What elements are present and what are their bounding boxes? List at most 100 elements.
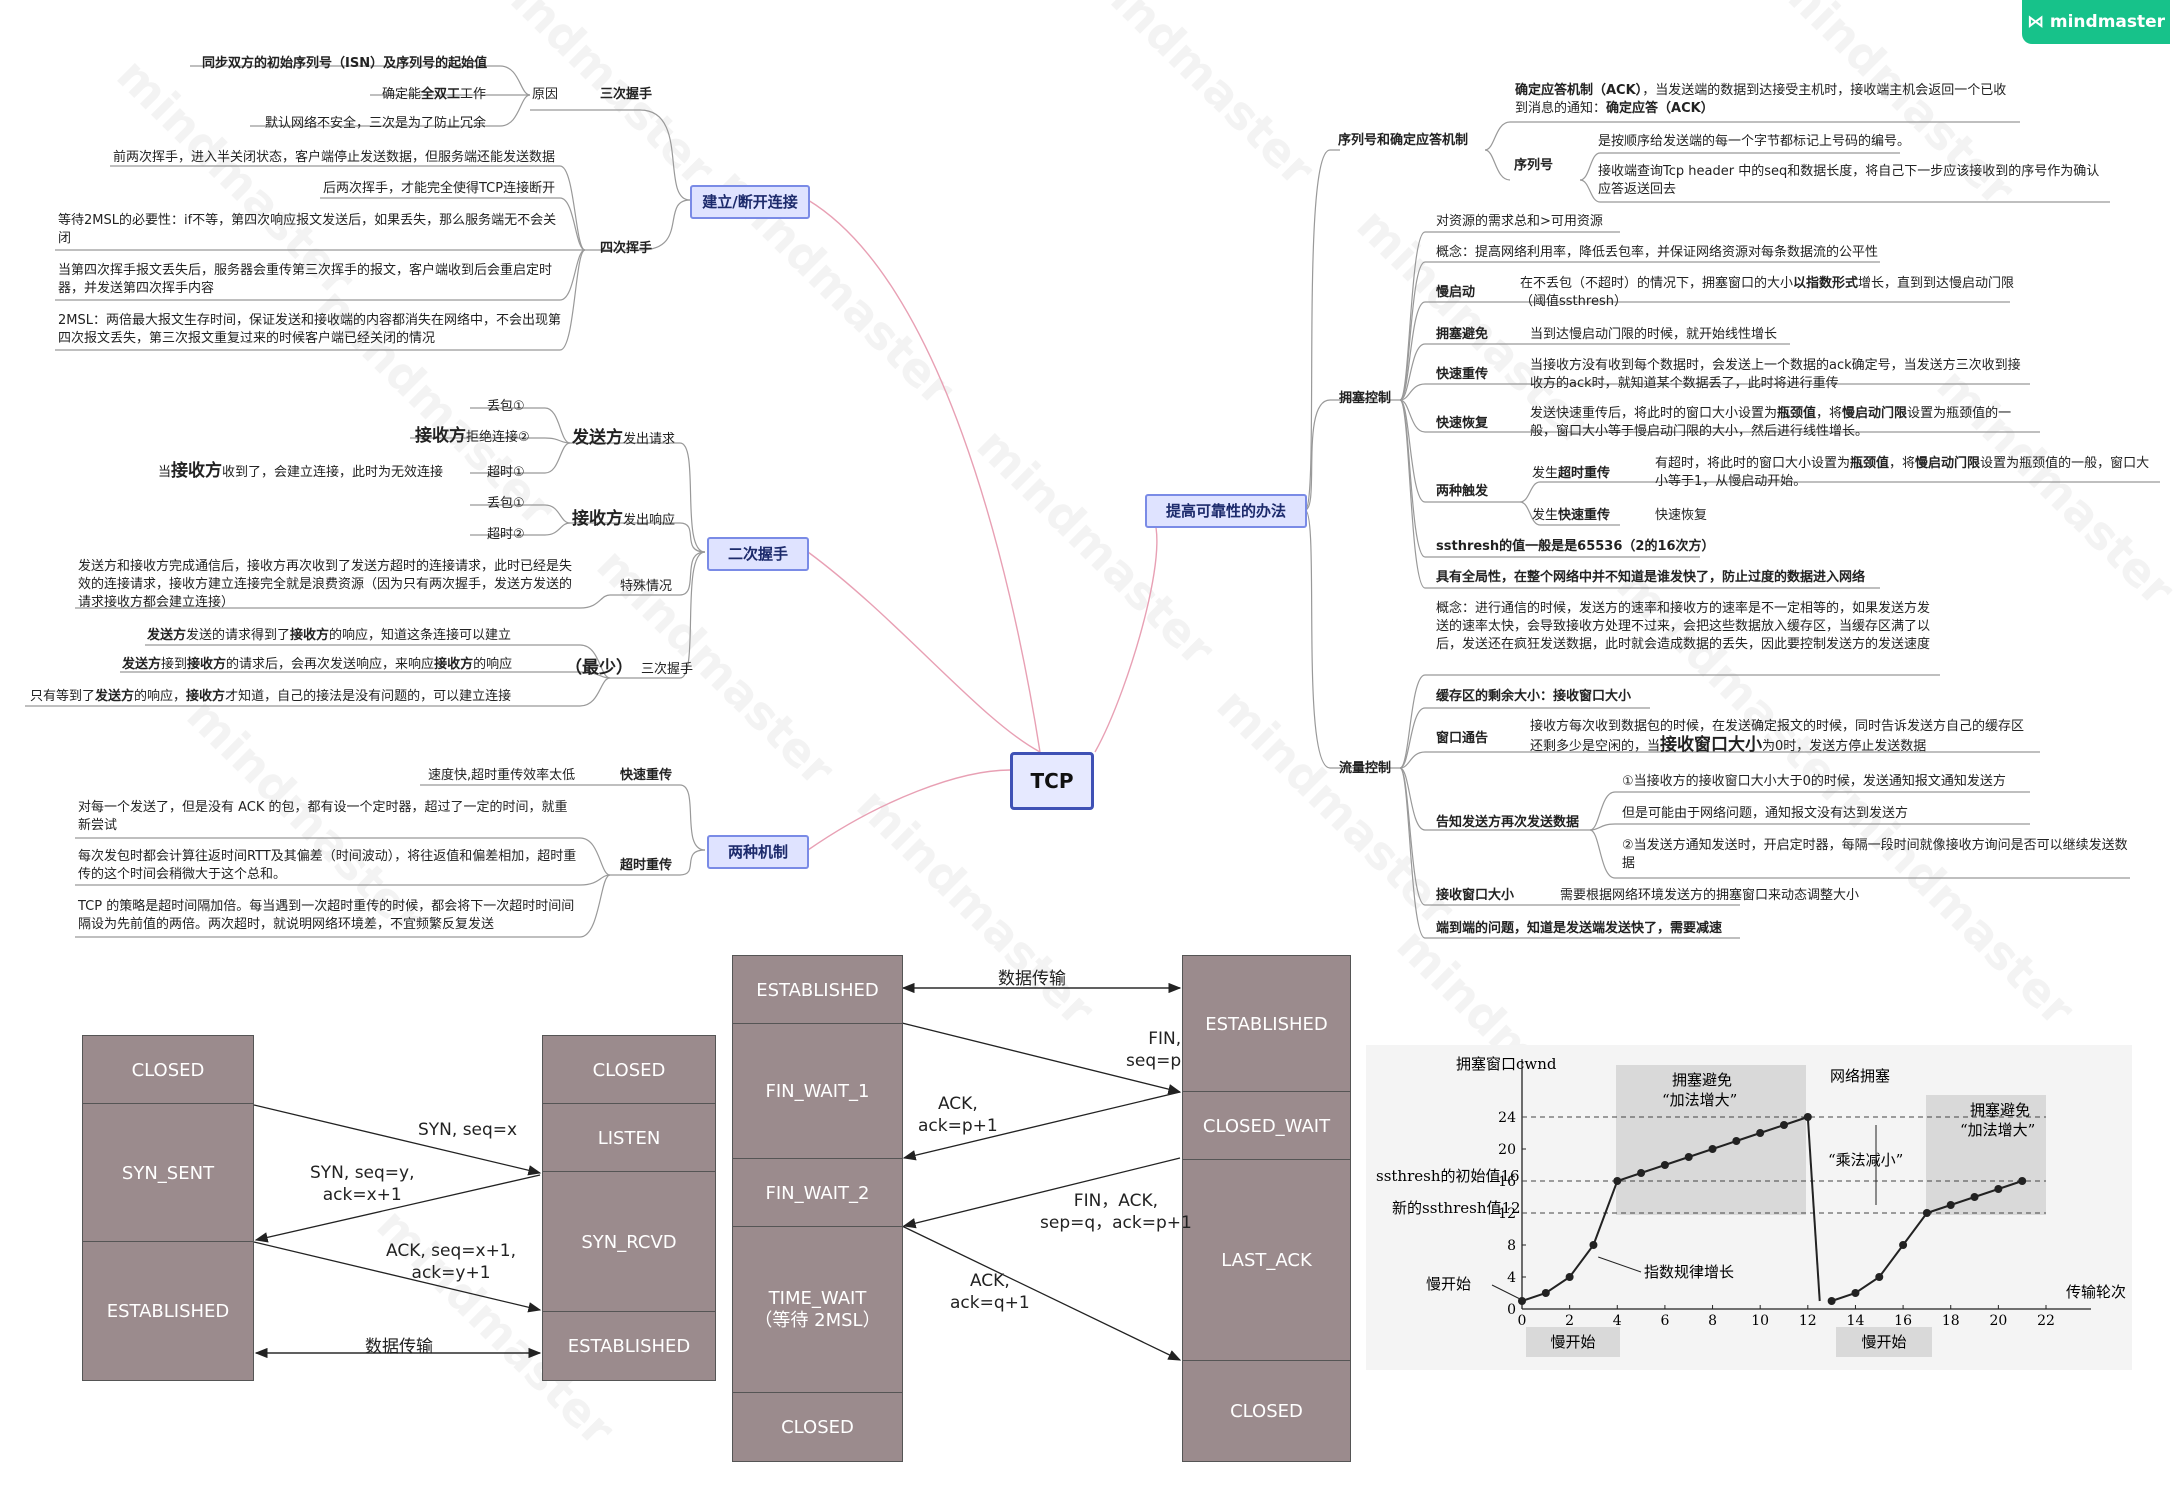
label-window-announce: 窗口通告 <box>1436 731 1489 746</box>
ack2-b: ack=q+1 <box>950 1293 1030 1313</box>
global-nature: 具有全局性，在整个网络中并不知道是谁发快了，防止过度的数据进入网络 <box>1436 570 1866 585</box>
timeout-1: 超时① <box>487 465 525 480</box>
ann-a: 接收方每次收到数据包的时候，在发送确定报文的时候，同时告诉发送方自己的缓存区还剩… <box>1530 719 2025 754</box>
label-rwnd: 接收窗口大小 <box>1436 888 1515 903</box>
refuse-text: 拒绝连接② <box>466 430 530 445</box>
timeout-text: 收到了，会建立连接，此时为无效连接 <box>222 465 444 480</box>
t2-end: 的响应 <box>473 657 513 672</box>
flow-concept: 概念：进行通信的时候，发送方的速率和接收方的速率是不一定相等的，如果发送方发送的… <box>1436 601 1931 652</box>
x-tick-label: 8 <box>1708 1313 1717 1329</box>
frec-a: 发送快速重传后，将此时的窗口大小设置为 <box>1530 406 1778 421</box>
label-congestion: 拥塞控制 <box>1339 391 1392 406</box>
left-state-established: ESTABLISHED <box>732 955 903 1025</box>
x-tick-label: 6 <box>1660 1313 1669 1329</box>
left-state-time-wait: TIME_WAIT（等待 2MSL） <box>732 1226 903 1394</box>
msg-syn-ack: SYN, seq=y,ack=x+1 <box>310 1162 415 1206</box>
handshake-data-transfer: 数据传输 <box>365 1337 433 1357</box>
ack1-a: ACK, <box>937 1094 978 1114</box>
fin2-a: FIN，ACK, <box>1073 1191 1159 1211</box>
receiver-response-text: 发出响应 <box>623 513 676 528</box>
four-step-2: 后两次挥手，才能完全使得TCP连接断开 <box>323 181 556 196</box>
three-reason-1: 发送方发送的请求得到了接收方的响应，知道这条连接可以建立 <box>147 627 511 645</box>
data-point <box>1827 1297 1836 1305</box>
window-announce-text: 接收方每次收到数据包的时候，在发送确定报文的时候，同时告诉发送方自己的缓存区还剩… <box>1530 718 2030 756</box>
topic-establish[interactable]: 建立/断开连接 <box>690 185 810 219</box>
t1-mid: 发送的请求得到了 <box>186 628 291 643</box>
topic-two-way[interactable]: 二次握手 <box>707 537 809 571</box>
data-point <box>1756 1129 1765 1137</box>
sender-request-text: 发出请求 <box>623 432 676 447</box>
y-tick-label: 4 <box>1507 1270 1516 1286</box>
label-two-triggers: 两种触发 <box>1436 484 1489 499</box>
receiver-refuse: 接收方拒绝连接② <box>415 427 530 447</box>
annotation-avoid-2b: “加法增大” <box>1960 1121 2035 1139</box>
x-tick-label: 0 <box>1518 1313 1527 1329</box>
exponential-pointer <box>1598 1256 1642 1273</box>
t2-mid2: 的请求后，会再次发送响应，来响应 <box>226 657 435 672</box>
notify-1: ①当接收方的接收窗口大小大于0的时候，发送通知报文通知发送方 <box>1622 774 2006 789</box>
label-fast-retransmit-2: 快速重传 <box>1436 367 1489 382</box>
three-reason-3: 只有等到了发送方的响应，接收方才知道，自己的接法是没有问题的，可以建立连接 <box>30 688 511 706</box>
msg-ack-a: ACK, seq=x+1, <box>386 1241 517 1261</box>
msg-ack-2: ACK,ack=q+1 <box>950 1270 1030 1314</box>
data-point <box>1565 1273 1574 1281</box>
fast-recovery-text: 发送快速重传后，将此时的窗口大小设置为瓶颈值，将慢启动门限设置为瓶颈值的一般，窗… <box>1530 405 2030 441</box>
buffer-size: 缓存区的剩余大小：接收窗口大小 <box>1436 689 1632 704</box>
tt1-b: 超时重传 <box>1558 466 1611 481</box>
t2-receiver: 接收方 <box>187 657 227 672</box>
msg-fin-1: FIN,seq=p <box>1126 1028 1181 1072</box>
reason-duplex-b: 全双工 <box>421 87 461 102</box>
x-tick-label: 22 <box>2037 1313 2055 1329</box>
data-point <box>1660 1161 1669 1169</box>
topic-reliable[interactable]: 提高可靠性的办法 <box>1145 494 1307 528</box>
label-four-way: 四次挥手 <box>600 241 653 256</box>
ack2-a: ACK, <box>969 1271 1010 1291</box>
server-state-closed: CLOSED <box>542 1035 716 1105</box>
label-three-way: 三次握手 <box>600 87 653 102</box>
data-point <box>1946 1201 1955 1209</box>
slow-a: 在不丢包（不超时）的情况下，拥塞窗口的大小 <box>1520 276 1794 291</box>
server-state-established: ESTABLISHED <box>542 1311 716 1381</box>
topic-mechanisms[interactable]: 两种机制 <box>707 835 809 869</box>
data-point <box>1922 1209 1931 1217</box>
client-state-closed: CLOSED <box>82 1035 254 1105</box>
mindmaster-logo[interactable]: ⋈ mindmaster <box>2022 0 2170 44</box>
slow-c: 增长，直到到达慢启动门限（阈值ssthresh） <box>1520 276 2015 309</box>
label-avoid: 拥塞避免 <box>1436 327 1489 342</box>
msg-syn-ack-b: ack=x+1 <box>322 1185 402 1205</box>
x-tick-label: 18 <box>1942 1313 1960 1329</box>
t2-mid: 接到 <box>161 657 188 672</box>
time-wait-2msl: （等待 2MSL） <box>754 1310 881 1331</box>
lost-2: 丢包① <box>487 496 525 511</box>
seq-ack-text: 序列号和确定应答机制 <box>1338 133 1469 148</box>
center-node[interactable]: TCP <box>1010 752 1094 810</box>
three-handshake-label: 三次握手 <box>641 662 694 677</box>
right-state-closed: CLOSED <box>1182 1360 1351 1462</box>
t1-end: 的响应，知道这条连接可以建立 <box>329 628 512 643</box>
slow-b: 以指数形式 <box>1793 276 1859 291</box>
ack-a: 确定应答机制（ACK） <box>1515 83 1643 98</box>
tt2-b: 快速重传 <box>1558 508 1611 523</box>
tt1-text-c: ，将 <box>1889 456 1916 471</box>
left-state-closed: CLOSED <box>732 1392 903 1462</box>
reason-isn: 同步双方的初始序列号（ISN）及序列号的起始值 <box>202 56 488 71</box>
x-tick-label: 4 <box>1613 1313 1622 1329</box>
client-state-established: ESTABLISHED <box>82 1241 254 1381</box>
slow-region-2 <box>1836 1327 1932 1357</box>
data-point <box>1732 1137 1741 1145</box>
tt1-text-d: 慢启动门限 <box>1915 456 1981 471</box>
timeout-2: 超时② <box>487 527 525 542</box>
trigger-timeout-text: 有超时，将此时的窗口大小设置为瓶颈值，将慢启动门限设置为瓶颈值的一般，窗口大小等… <box>1655 455 2160 491</box>
logo-text: mindmaster <box>2049 12 2166 32</box>
data-point <box>1994 1185 2003 1193</box>
frec-d: 慢启动门限 <box>1842 406 1908 421</box>
label-fast-recovery: 快速恢复 <box>1436 416 1489 431</box>
reason-duplex-a: 确定能 <box>382 87 422 102</box>
frec-c: ，将 <box>1816 406 1843 421</box>
mech-text-1: 对每一个发送了，但是没有 ACK 的包，都有设一个定时器，超过了一定的时间，就重… <box>78 800 568 833</box>
receiver-response: 接收方发出响应 <box>572 510 675 530</box>
label-reason: 原因 <box>532 87 559 102</box>
fast-retransmit-detail: 当接收方没有收到每个数据时，会发送上一个数据的ack确定号，当发送方三次收到接收… <box>1530 358 2021 391</box>
tt1-text-e: 设置为瓶颈值的一般，窗口大小等于1，从慢启动开始。 <box>1655 456 2150 489</box>
